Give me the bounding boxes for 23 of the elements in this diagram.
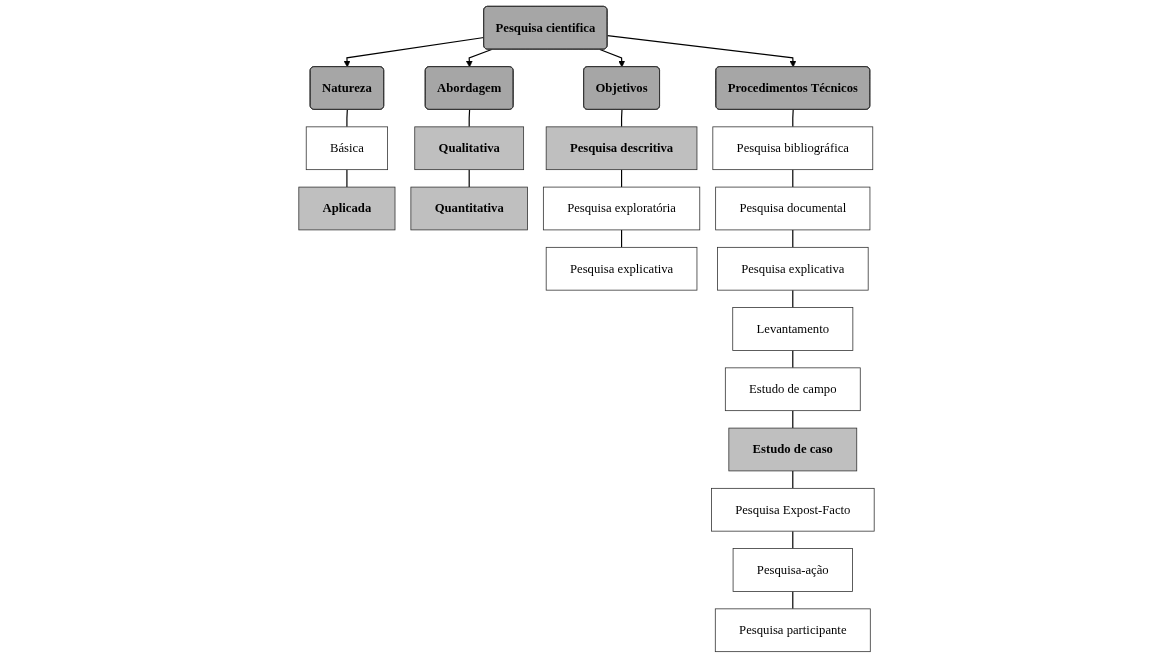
node-box: Pesquisa descritiva bbox=[545, 126, 698, 171]
node-box: Pesquisa exploratória bbox=[542, 186, 701, 231]
node-box: Pesquisa explicativa bbox=[717, 246, 869, 291]
connector bbox=[620, 109, 623, 128]
arrow bbox=[599, 48, 626, 68]
arrow bbox=[606, 35, 797, 68]
node-box: Pesquisa explicativa bbox=[545, 246, 698, 291]
node-box: Aplicada bbox=[298, 186, 396, 231]
node-box: Pesquisa documental bbox=[715, 186, 871, 231]
node-box: Pesquisa-ação bbox=[732, 548, 853, 592]
node-box: Estudo de campo bbox=[724, 367, 861, 412]
arrow bbox=[343, 36, 485, 68]
connector bbox=[346, 169, 348, 188]
connector bbox=[792, 109, 794, 128]
node-box: Levantamento bbox=[732, 307, 854, 351]
node-box: Quantitativa bbox=[410, 186, 528, 231]
node-box: Pesquisa participante bbox=[714, 608, 871, 653]
connector bbox=[346, 109, 348, 128]
node-box: Básica bbox=[305, 126, 388, 171]
node-box: Pesquisa bibliográfica bbox=[712, 126, 874, 171]
node-box: Estudo de caso bbox=[728, 427, 858, 472]
node-box: Pesquisa Expost-Facto bbox=[711, 487, 875, 532]
node-box: Qualitativa bbox=[414, 126, 525, 171]
